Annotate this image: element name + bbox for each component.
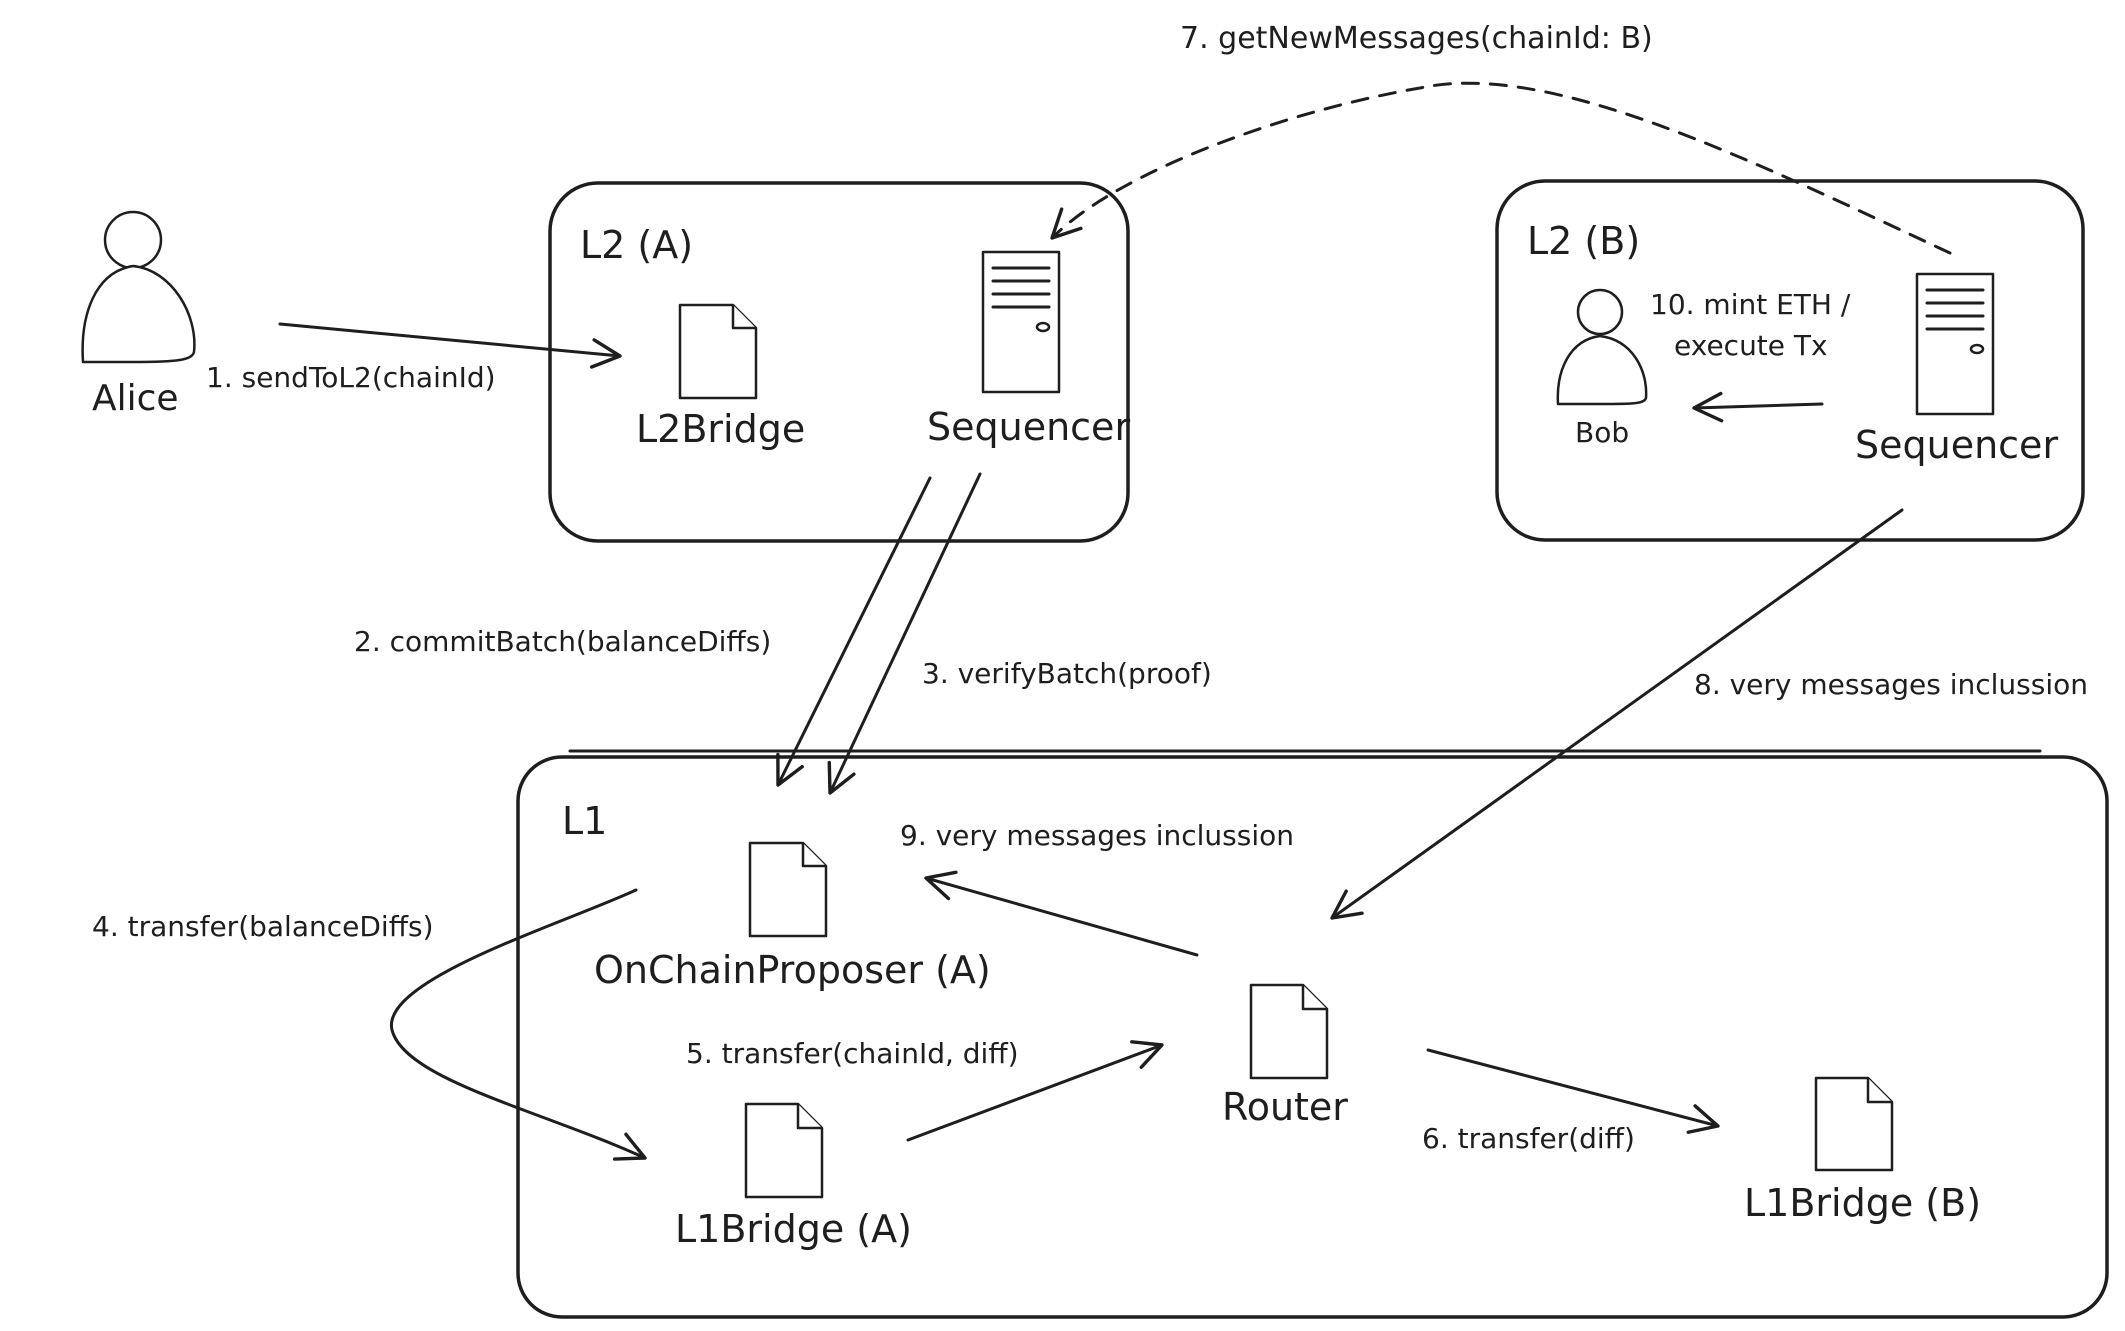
router-label: Router [1222,1085,1348,1129]
edge-10-label-line1: 10. mint ETH / [1650,288,1851,321]
container-l2-b-title: L2 (B) [1527,219,1640,263]
edge-2: 2. commitBatch(balanceDiffs) [354,476,932,787]
edge-8-label: 8. very messages inclussion [1694,668,2088,701]
edge-7: 7. getNewMessages(chainId: B) [1050,21,1952,255]
alice-label: Alice [92,378,179,419]
l1bridge-a-label: L1Bridge (A) [675,1207,912,1251]
l1bridge-a-node: L1Bridge (A) [675,1102,912,1251]
container-l1: L1 [516,749,2109,1319]
container-l1-title: L1 [562,799,607,843]
edge-8: 8. very messages inclussion [1330,508,2088,920]
edge-6: 6. transfer(diff) [1422,1048,1720,1155]
edge-1: 1. sendToL2(chainId) [206,322,622,394]
router-node: Router [1222,983,1348,1129]
sequencer-b-label: Sequencer [1855,423,2058,467]
container-l2-a-title: L2 (A) [580,223,693,267]
edge-4: 4. transfer(balanceDiffs) [92,888,647,1161]
edge-1-label: 1. sendToL2(chainId) [206,361,496,394]
container-l2-a: L2 (A) [548,181,1130,543]
edge-10: 10. mint ETH / execute Tx [1650,288,1851,423]
edge-5-label: 5. transfer(chainId, diff) [686,1037,1019,1070]
l2bridge-label: L2Bridge [636,407,805,451]
edge-7-label: 7. getNewMessages(chainId: B) [1180,21,1653,56]
edge-4-label: 4. transfer(balanceDiffs) [92,910,434,943]
edge-3-label: 3. verifyBatch(proof) [922,657,1212,690]
edge-6-label: 6. transfer(diff) [1422,1122,1635,1155]
edge-9: 9. very messages inclussion [900,819,1294,957]
onchain-proposer-node: OnChainProposer (A) [594,841,991,992]
edge-2-label: 2. commitBatch(balanceDiffs) [354,625,771,658]
onchain-proposer-label: OnChainProposer (A) [594,948,991,992]
l1bridge-b-label: L1Bridge (B) [1744,1181,1981,1225]
alice-actor: Alice [81,210,196,419]
sequencer-b-node: Sequencer [1855,272,2058,467]
edge-3: 3. verifyBatch(proof) [827,472,1212,795]
edge-9-label: 9. very messages inclussion [900,819,1294,852]
bob-actor: Bob [1556,288,1648,449]
bob-label: Bob [1575,416,1629,449]
l1bridge-b-node: L1Bridge (B) [1744,1076,1981,1225]
edge-10-label-line2: execute Tx [1674,329,1828,362]
container-l2-b: L2 (B) [1495,179,2085,542]
l2bridge-node: L2Bridge [636,303,805,451]
sequencer-a-label: Sequencer [927,405,1130,449]
edge-5: 5. transfer(chainId, diff) [686,1037,1164,1142]
sequencer-a-node: Sequencer [927,250,1130,449]
